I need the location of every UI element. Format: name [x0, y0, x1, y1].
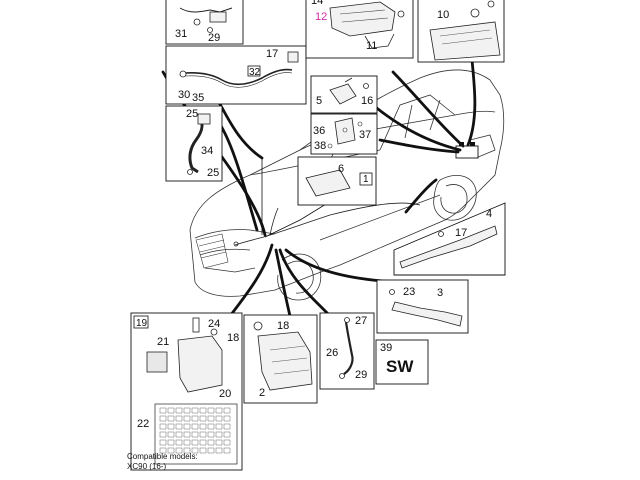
box-bracket-34	[165, 105, 223, 182]
box-bracket-3	[376, 279, 469, 334]
callout-22: 22	[137, 418, 149, 430]
model-name: XC90 (16-)	[127, 462, 167, 471]
callout-20: 20	[219, 388, 231, 400]
callout-34: 34	[201, 145, 213, 157]
box-top-middle-partial	[305, 0, 414, 59]
callout-19: 19	[136, 318, 148, 329]
box-cable-26	[319, 312, 375, 390]
vehicle-harness	[233, 202, 421, 247]
callout-39: 39	[380, 342, 392, 354]
box-connector-5	[310, 75, 378, 114]
callout-26: 26	[326, 347, 338, 359]
callout-37: 37	[359, 129, 371, 141]
box-top-right-battery	[417, 0, 505, 63]
callout-24: 24	[208, 318, 220, 330]
callout-30: 30	[178, 89, 190, 101]
callout-3: 3	[437, 287, 443, 299]
callout-14: 14	[311, 0, 323, 7]
box-fusebox-2	[243, 314, 318, 404]
callout-29-top: 29	[208, 32, 220, 44]
software-label: SW	[386, 357, 414, 376]
callout-32: 32	[249, 67, 261, 78]
callout-4: 4	[486, 208, 492, 220]
callout-36: 36	[313, 125, 325, 137]
callout-38: 38	[314, 140, 326, 152]
vehicle-grille	[195, 233, 229, 269]
callout-16: 16	[361, 95, 373, 107]
box-top-left-partial	[165, 0, 244, 45]
callout-18-left: 18	[227, 332, 239, 344]
callout-35: 35	[192, 92, 204, 104]
callout-12: 12	[315, 11, 327, 23]
box-software-39	[375, 339, 429, 385]
callout-23: 23	[403, 286, 415, 298]
callout-29-right: 29	[355, 369, 367, 381]
callout-18-right: 18	[277, 320, 289, 332]
callout-5: 5	[316, 95, 322, 107]
callout-1: 1	[363, 174, 369, 185]
callout-17-top: 17	[266, 48, 278, 60]
box-module-6	[297, 156, 377, 206]
box-bracket-36	[310, 113, 378, 155]
callout-21: 21	[157, 336, 169, 348]
callout-2: 2	[259, 387, 265, 399]
compatible-models-label: Compatible models:	[127, 452, 198, 461]
callout-11: 11	[366, 40, 377, 52]
callout-10: 10	[437, 9, 449, 21]
callout-31: 31	[175, 28, 187, 40]
callout-25-upper: 25	[186, 108, 198, 120]
callout-6: 6	[338, 163, 344, 175]
box-bracket-4	[393, 202, 506, 276]
callout-25-lower: 25	[207, 167, 219, 179]
box-relay-19	[130, 312, 243, 471]
callout-17-right: 17	[455, 227, 467, 239]
callout-27: 27	[355, 315, 367, 327]
box-clip-assembly	[165, 45, 307, 105]
